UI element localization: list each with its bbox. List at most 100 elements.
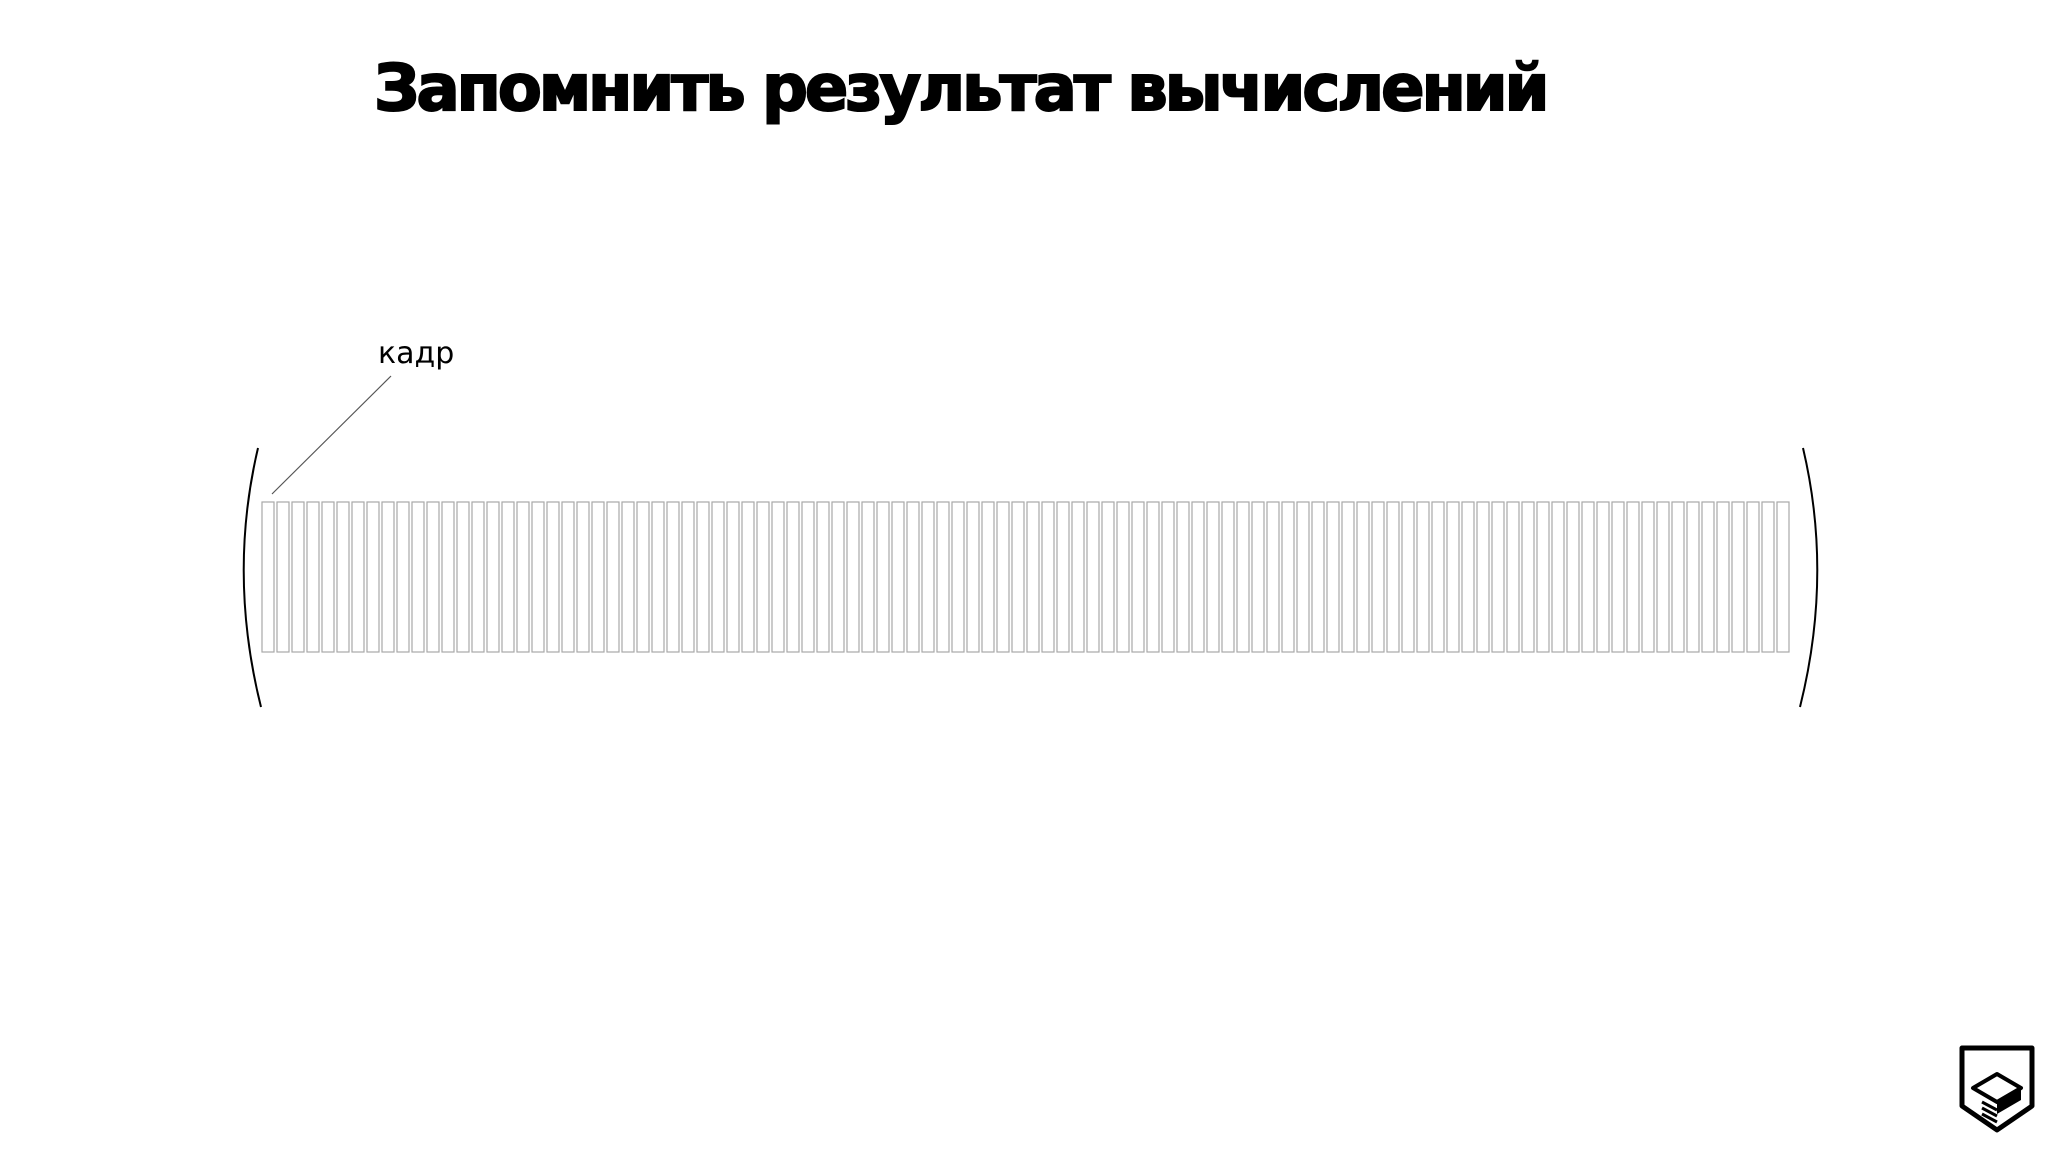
frame-cell [981,501,995,653]
frame-cell [1701,501,1715,653]
frame-label: кадр [378,336,455,371]
frame-cell [1296,501,1310,653]
frame-cell [1221,501,1235,653]
frame-cell [861,501,875,653]
shield-logo-icon [1959,1045,2035,1133]
frame-cell [1461,501,1475,653]
frame-cell [1716,501,1730,653]
frame-cell [1251,501,1265,653]
right-bracket [1799,447,1819,708]
left-bracket [242,447,262,708]
frame-cell [1671,501,1685,653]
frame-cell [1491,501,1505,653]
frame-cell [1686,501,1700,653]
frame-cell [1596,501,1610,653]
frame-cell [771,501,785,653]
frame-cell [1416,501,1430,653]
frame-cell [276,501,290,653]
frame-cell [561,501,575,653]
frame-cell [336,501,350,653]
frame-cell [1476,501,1490,653]
frame-cell [951,501,965,653]
frame-cell [546,501,560,653]
frame-cell [1161,501,1175,653]
frame-cell [306,501,320,653]
frame-cell [1641,501,1655,653]
frame-cell [996,501,1010,653]
frame-cell [1146,501,1160,653]
frame-cell [1311,501,1325,653]
frame-cell [1341,501,1355,653]
frame-cell [1281,501,1295,653]
frame-cell [1551,501,1565,653]
frame-cell [441,501,455,653]
frame-cell [801,501,815,653]
frame-cell [426,501,440,653]
frame-cell [921,501,935,653]
frame-cell [1191,501,1205,653]
frame-cell [1266,501,1280,653]
frame-cell [1536,501,1550,653]
label-pointer-line [271,375,392,495]
frame-cell [636,501,650,653]
frame-cell [366,501,380,653]
frame-cell [831,501,845,653]
frame-cell [531,501,545,653]
frame-cell [906,501,920,653]
frame-cell [516,501,530,653]
frame-cell [1326,501,1340,653]
frame-cell [846,501,860,653]
frame-cell [606,501,620,653]
frame-cell [756,501,770,653]
frame-cell [1086,501,1100,653]
frame-cell [891,501,905,653]
frame-cell [696,501,710,653]
frame-cell [1656,501,1670,653]
frame-cell [1206,501,1220,653]
frame-cell [486,501,500,653]
frame-cell [1626,501,1640,653]
frame-cell [1056,501,1070,653]
frame-cell [666,501,680,653]
frame-cell [576,501,590,653]
frame-cell [1731,501,1745,653]
frame-cell [711,501,725,653]
frame-cell [1581,501,1595,653]
frame-cell [681,501,695,653]
frame-cell [1071,501,1085,653]
frames-group [261,501,1790,653]
frame-cell [1176,501,1190,653]
frame-cell [291,501,305,653]
frame-cell [741,501,755,653]
frame-cell [726,501,740,653]
frame-cell [351,501,365,653]
frame-cell [1131,501,1145,653]
frame-cell [1236,501,1250,653]
frame-cell [816,501,830,653]
frame-cell [1611,501,1625,653]
frame-cell [411,501,425,653]
frame-cell [456,501,470,653]
frame-cell [1506,501,1520,653]
frame-cell [651,501,665,653]
frame-cell [1446,501,1460,653]
frame-cell [1401,501,1415,653]
frame-cell [591,501,605,653]
frame-cell [1356,501,1370,653]
frame-cell [1386,501,1400,653]
frame-cell [621,501,635,653]
frame-cell [1746,501,1760,653]
frame-cell [471,501,485,653]
frame-cell [396,501,410,653]
frame-cell [1521,501,1535,653]
frame-cell [1566,501,1580,653]
frame-cell [1371,501,1385,653]
slide-title: Запомнить результат вычислений [373,51,1550,127]
frame-cell [1431,501,1445,653]
frame-cell [966,501,980,653]
frame-cell [1101,501,1115,653]
frame-cell [321,501,335,653]
frame-cell [1776,501,1790,653]
frame-cell [1761,501,1775,653]
